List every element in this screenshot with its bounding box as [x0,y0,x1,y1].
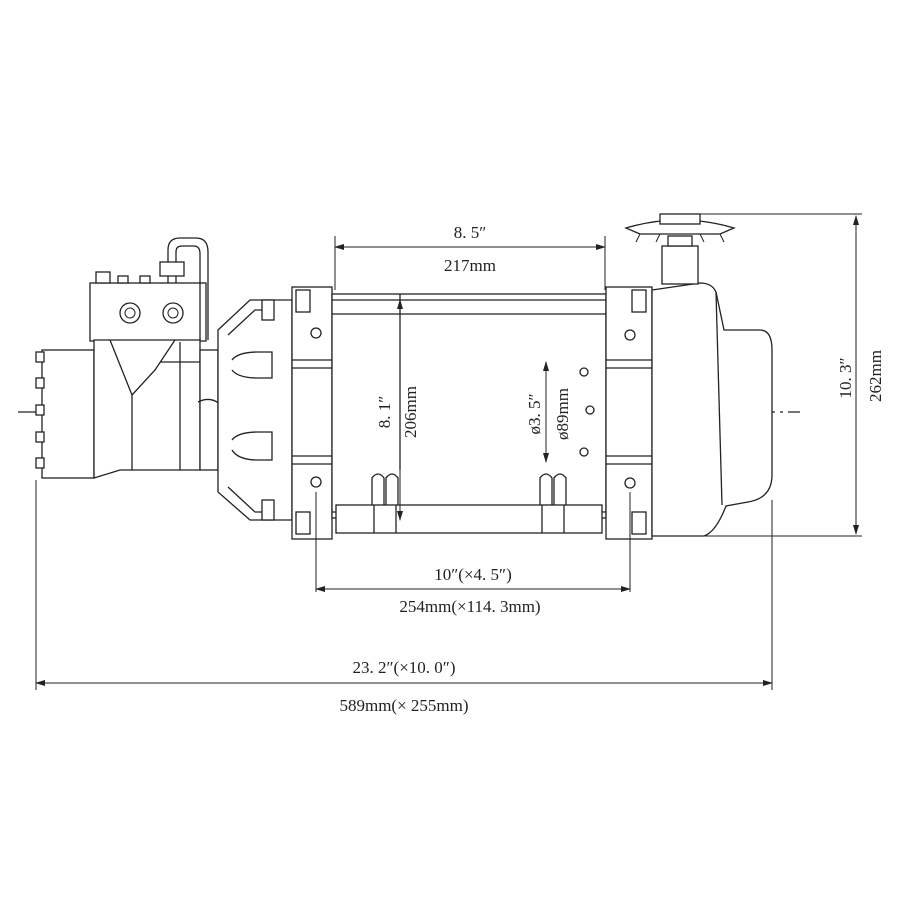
motor-cap [41,349,95,479]
motor-side-flange [217,299,293,521]
left-end-plate [291,286,333,540]
valve-block [89,282,207,342]
hydraulic-motor [35,237,238,479]
drum [331,293,607,534]
flange-height-in-label: 8. 1″ [375,396,394,429]
motor-body [93,339,201,479]
dimension-lines [35,213,862,690]
drum-core-mm-label: ø89mm [553,388,572,440]
overall-height-in-label: 10. 3″ [836,357,855,398]
drum-length-in-label: 8. 5″ [454,223,487,242]
mount-spacing-in-label: 10″(×4. 5″) [434,565,512,584]
mount-spacing-mm-label: 254mm(×114. 3mm) [399,597,540,616]
port-fitting-left [119,302,141,324]
gearbox-housing [651,282,773,537]
drum-length-mm-label: 217mm [444,256,496,275]
drum-core-in-label: ø3. 5″ [525,393,544,434]
flange-height-mm-label: 206mm [401,386,420,438]
overall-height-mm-label: 262mm [866,350,885,402]
right-end-plate [605,286,653,540]
overall-length-mm-label: 589mm(× 255mm) [339,696,468,715]
clutch-knob [624,213,736,285]
port-fitting-right [162,302,184,324]
overall-length-in-label: 23. 2″(×10. 0″) [352,658,455,677]
